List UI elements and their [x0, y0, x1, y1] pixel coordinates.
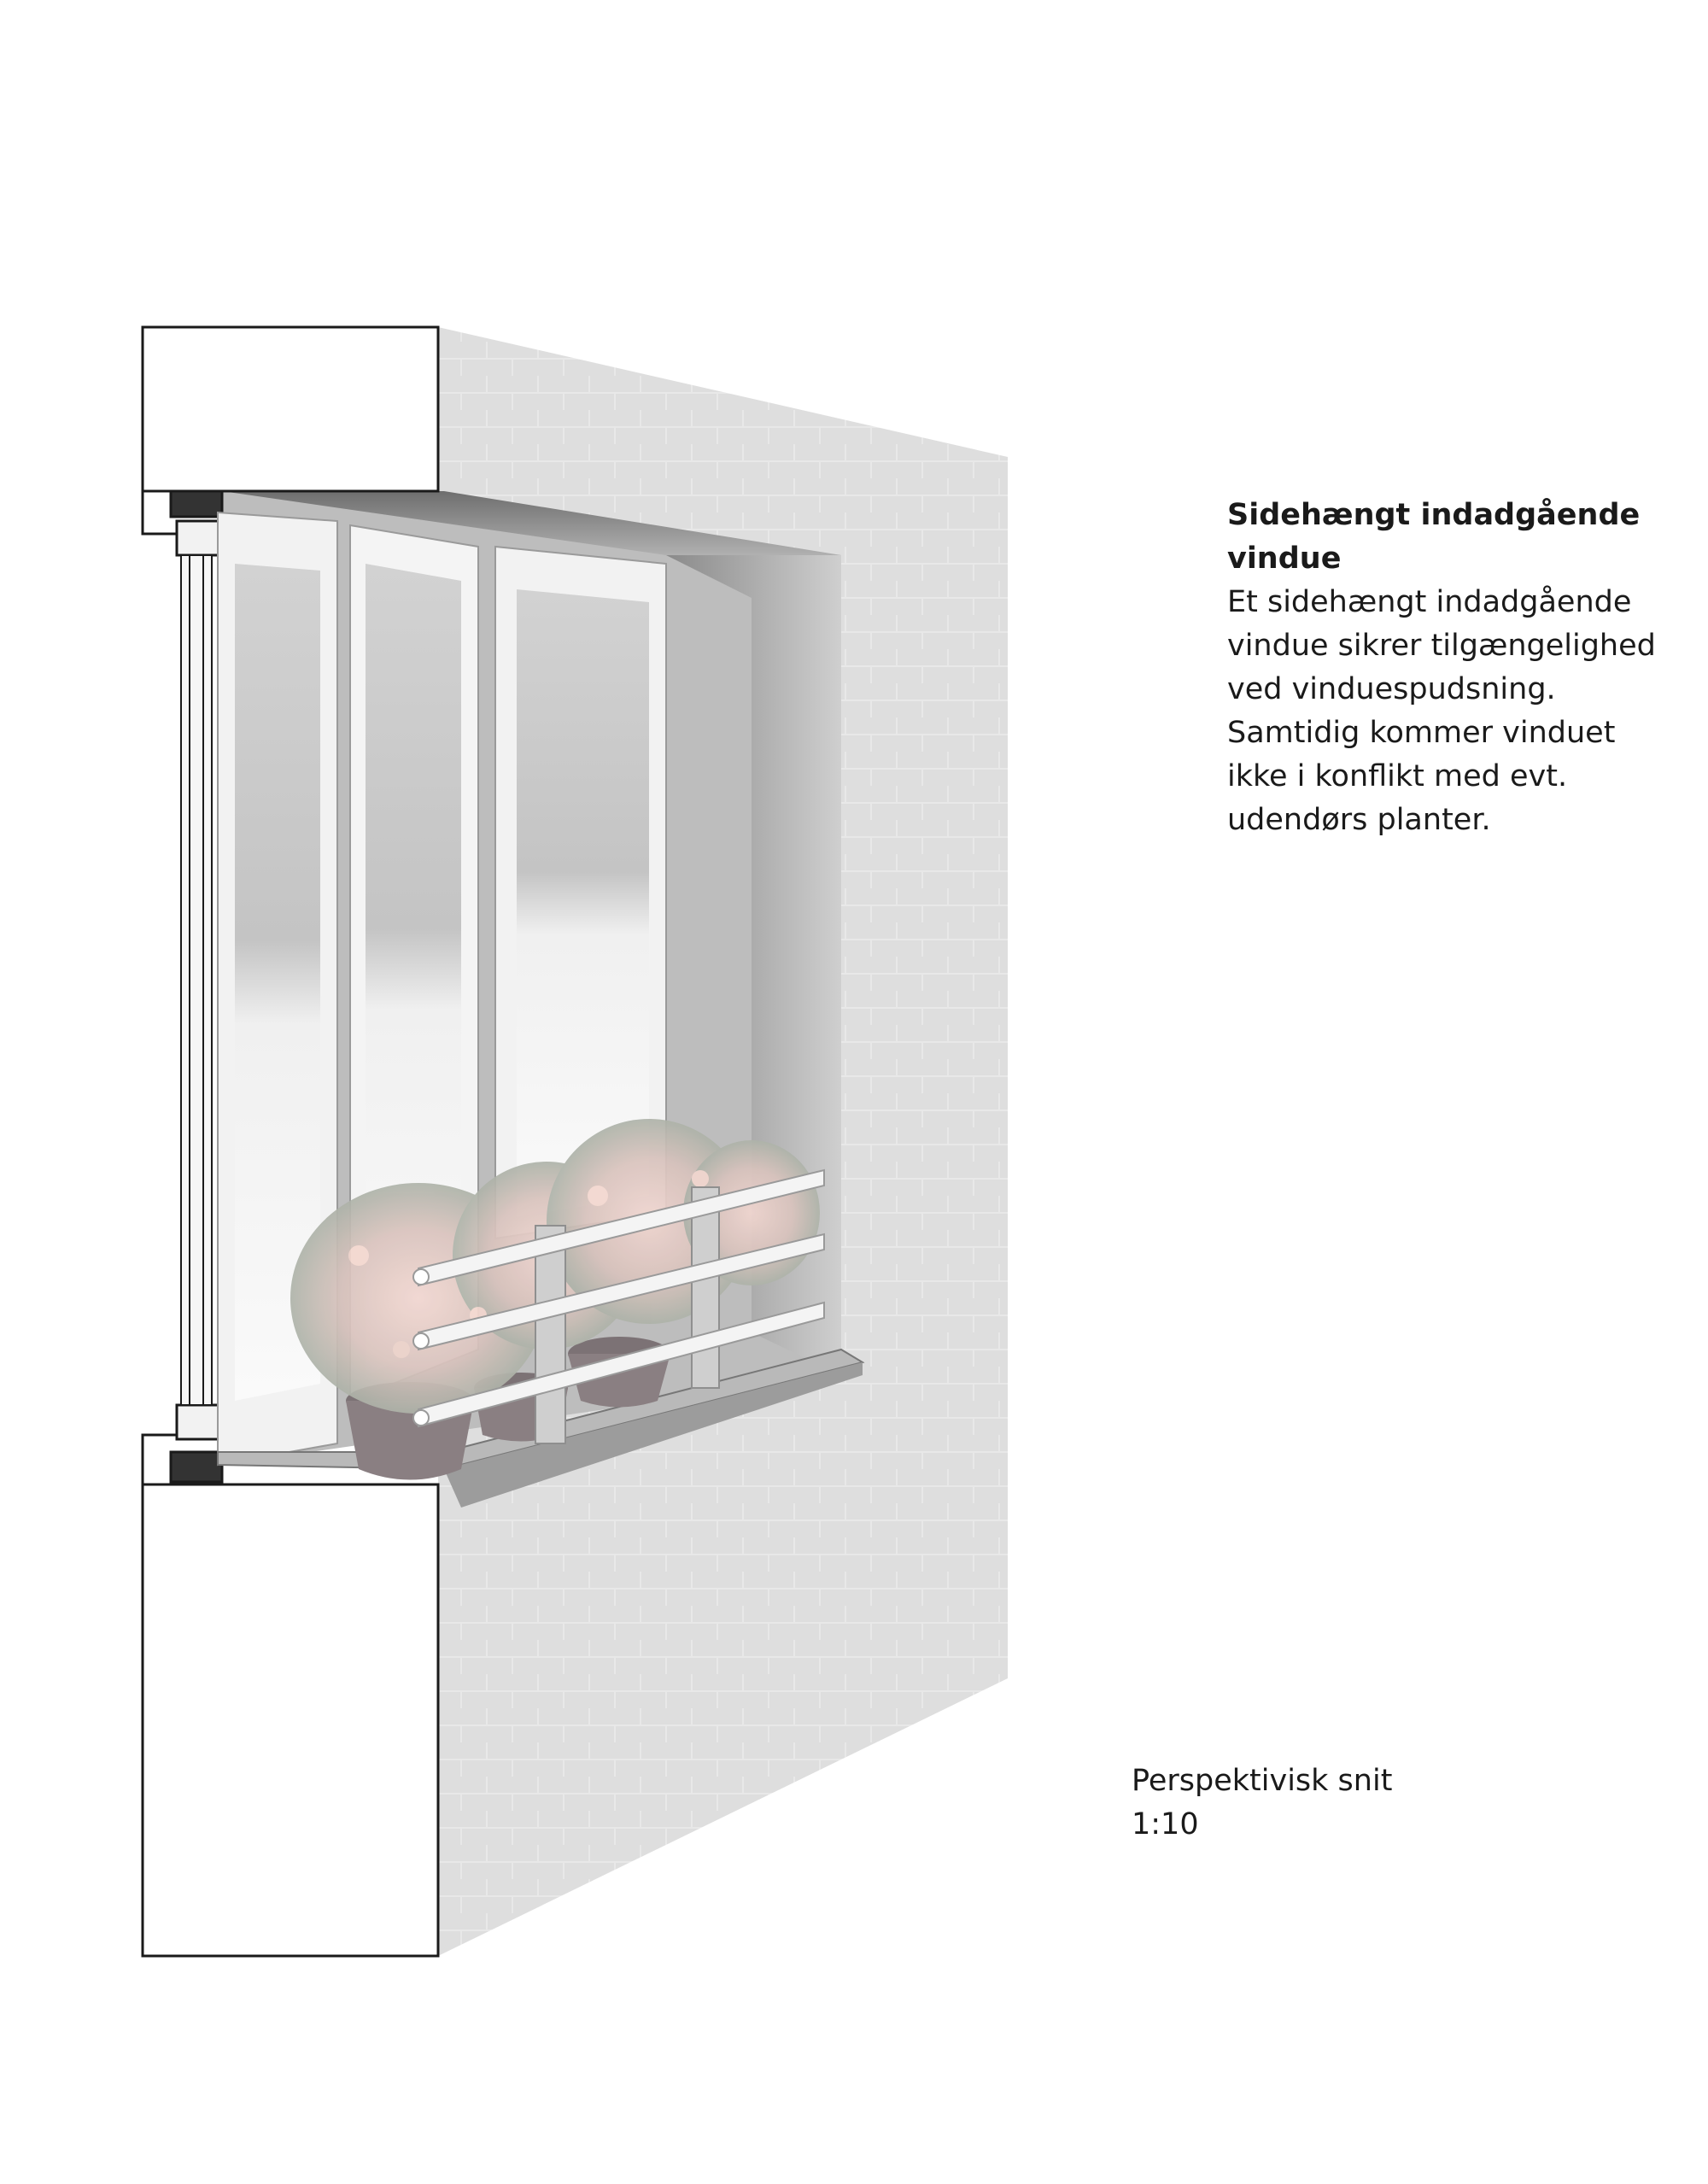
- railing-posts: [535, 1186, 720, 1444]
- railing-bars: [412, 1168, 825, 1428]
- description-body: Et sidehængt indadgående vindue sikrer t…: [1227, 585, 1656, 837]
- window-sash-right: [494, 545, 667, 1240]
- drawing-caption: Perspektivisk snit 1:10: [1132, 1759, 1559, 1847]
- wall-section-upper: [141, 325, 440, 493]
- window-frame-profile-top: [141, 489, 224, 557]
- window-sash-left: [217, 511, 338, 1467]
- caption-scale: 1:10: [1132, 1807, 1199, 1841]
- window-sash-open: [349, 524, 479, 1402]
- description-title: Sidehængt indadgående vindue: [1227, 498, 1641, 576]
- window-frame-profile-bottom: [141, 1403, 224, 1486]
- top-reveal: [222, 491, 841, 555]
- description-block: Sidehængt indadgående vindue Et sidehæng…: [1227, 494, 1671, 842]
- wall-section-lower: [141, 1483, 440, 1958]
- caption-title: Perspektivisk snit: [1132, 1764, 1393, 1798]
- glazing-section: [180, 554, 213, 1406]
